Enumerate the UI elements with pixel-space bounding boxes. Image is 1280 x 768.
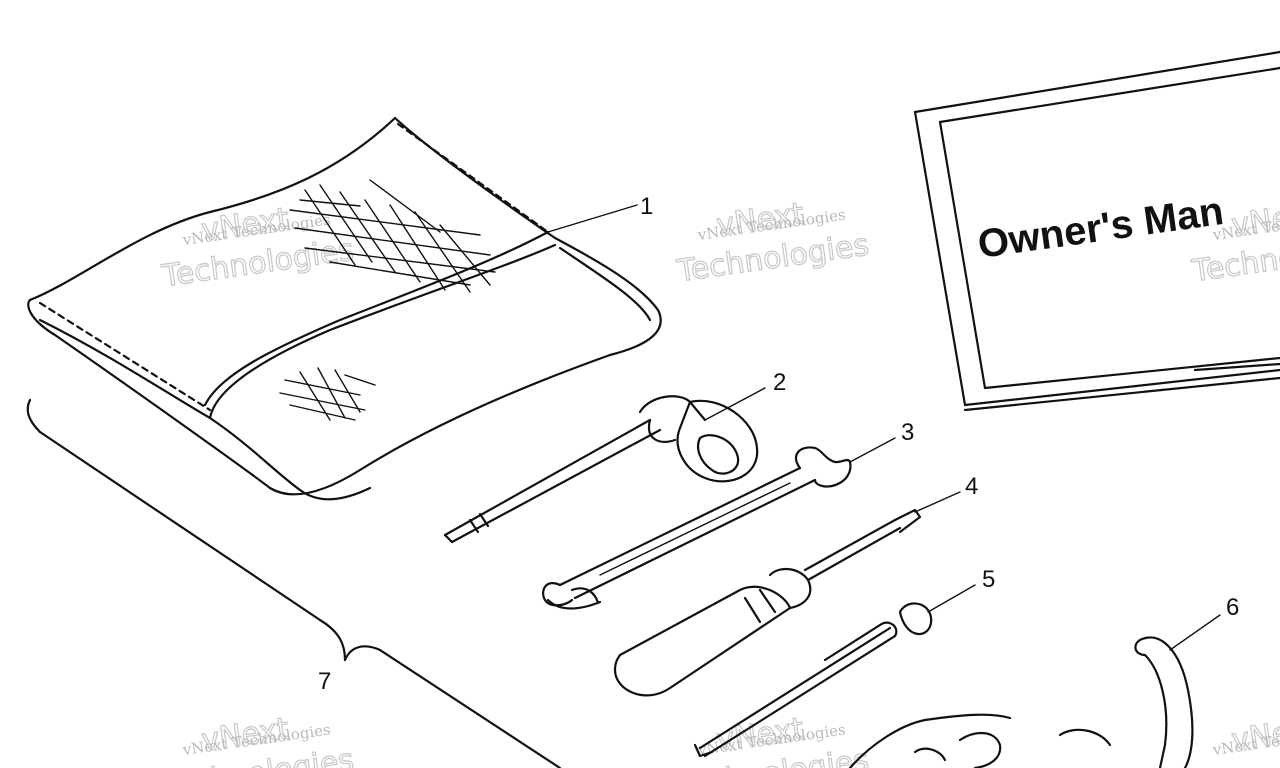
leader-lines xyxy=(547,204,1221,651)
pin-punch xyxy=(693,602,933,758)
pouch-patch-lower xyxy=(279,367,376,421)
callout-4: 4 xyxy=(965,473,978,500)
kit-bracket xyxy=(26,398,562,768)
screwdriver xyxy=(613,508,922,697)
watermark: vNext Technologies vNext Technologies xyxy=(674,196,872,290)
manual-title: Owner's Man xyxy=(975,189,1226,267)
watermark: vNext Technologies vNext Technologies xyxy=(674,711,872,768)
combination-wrench xyxy=(542,446,852,610)
spark-plug-wrench xyxy=(443,395,759,544)
callout-5: 5 xyxy=(982,566,995,593)
callout-2: 2 xyxy=(773,369,786,396)
callout-3: 3 xyxy=(901,419,914,446)
watermark: vNext vNext Technologies xyxy=(1211,711,1280,759)
hook-spanner xyxy=(848,636,1194,768)
callout-1: 1 xyxy=(640,193,653,220)
watermark: vNext Technologies vNext Technologies xyxy=(159,201,357,295)
callout-6: 6 xyxy=(1226,594,1239,621)
callout-7: 7 xyxy=(318,668,331,695)
pouch-patch-upper xyxy=(289,179,496,293)
owners-manual-book: Owner's Man xyxy=(913,50,1280,412)
tool-pouch xyxy=(27,116,662,501)
callout-labels: 1 2 3 4 5 6 7 xyxy=(318,193,1239,695)
watermark: vNext Technologies vNext Technologies xyxy=(159,711,357,768)
